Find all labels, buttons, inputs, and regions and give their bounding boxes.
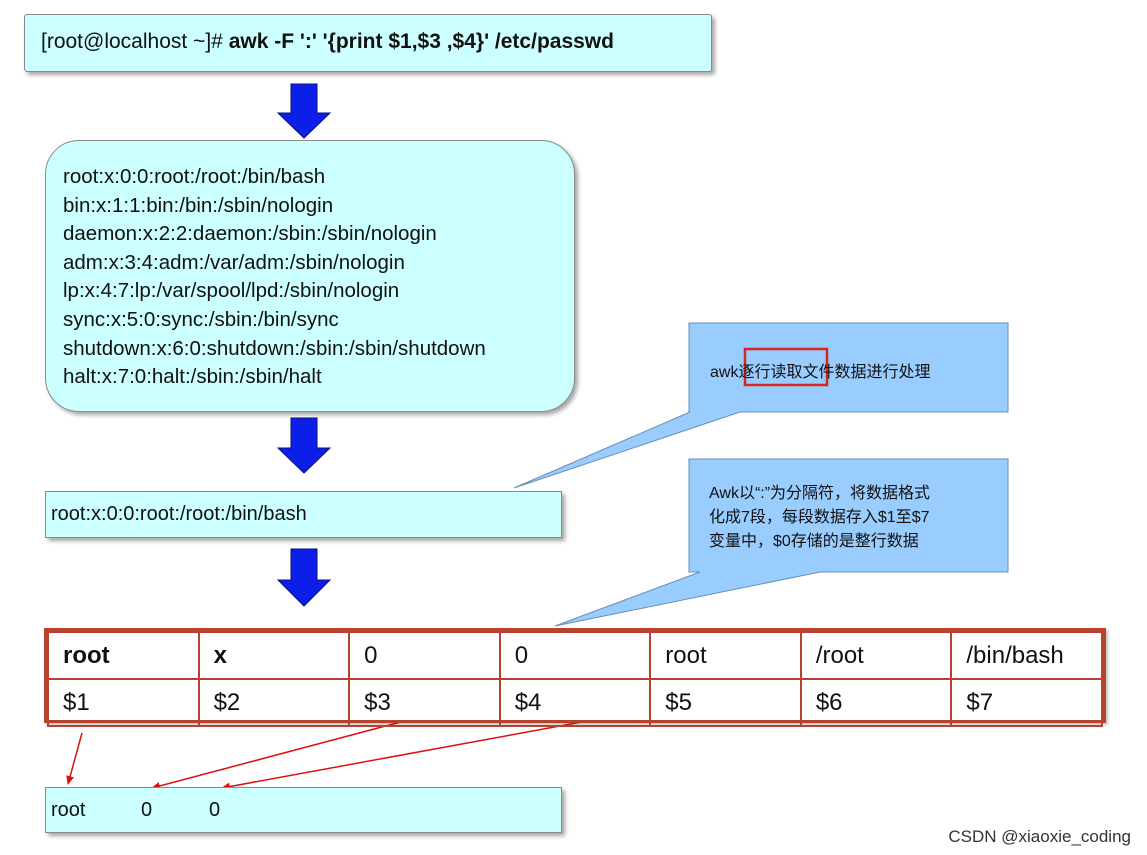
- command-box: [root@localhost ~]# awk -F ':' '{print $…: [24, 14, 712, 72]
- down-arrow-icon-1: [276, 83, 332, 139]
- field-cell: root: [649, 631, 802, 680]
- var-cell: $6: [799, 678, 953, 727]
- field-cell: 0: [348, 631, 501, 680]
- result-value: root: [51, 799, 86, 821]
- var-cell: $3: [348, 678, 501, 727]
- passwd-line: shutdown:x:6:0:shutdown:/sbin:/sbin/shut…: [63, 336, 486, 360]
- var-cell: $5: [649, 678, 802, 727]
- callout-line: 化成7段，每段数据存入$1至$7: [709, 509, 930, 526]
- field-cell: x: [197, 631, 351, 680]
- callout-line: 变量中，$0存储的是整行数据: [709, 533, 919, 550]
- passwd-file-box: root:x:0:0:root:/root:/bin/bash bin:x:1:…: [45, 140, 575, 412]
- pointer-arrow-4: [221, 718, 599, 791]
- callout-prefix: awk: [710, 364, 739, 381]
- field-cell: root: [47, 631, 200, 680]
- fields-row: root x 0 0 root /root /bin/bash: [47, 631, 1103, 680]
- highlight-box: [743, 347, 829, 387]
- field-cell: /root: [799, 631, 953, 680]
- var-cell: $2: [197, 678, 351, 727]
- passwd-line: daemon:x:2:2:daemon:/sbin:/sbin/nologin: [63, 222, 437, 246]
- callout-read-line: [513, 322, 1009, 489]
- passwd-line: bin:x:1:1:bin:/bin:/sbin/nologin: [63, 193, 334, 217]
- down-arrow-icon-3: [276, 548, 332, 607]
- var-cell: $4: [498, 678, 652, 727]
- pointer-arrow-1: [66, 732, 83, 785]
- current-line-box: root:x:0:0:root:/root:/bin/bash: [45, 491, 562, 538]
- passwd-line: halt:x:7:0:halt:/sbin:/sbin/halt: [63, 365, 322, 389]
- callout-split-fields: [554, 458, 1009, 627]
- fields-table: root x 0 0 root /root /bin/bash $1 $2 $3…: [44, 628, 1106, 727]
- field-cell: /bin/bash: [950, 631, 1103, 680]
- callout-split-fields-text: Awk以“:”为分隔符，将数据格式 化成7段，每段数据存入$1至$7 变量中，$…: [709, 482, 930, 554]
- current-line-text: root:x:0:0:root:/root:/bin/bash: [51, 503, 307, 525]
- callout-suffix: 文件数据进行处理: [802, 364, 931, 381]
- callout-read-line-text: awk逐行读取文件数据进行处理: [710, 358, 930, 382]
- callout-highlight: 逐行读取: [738, 364, 803, 381]
- passwd-line: sync:x:5:0:sync:/sbin:/bin/sync: [63, 307, 339, 331]
- passwd-line: lp:x:4:7:lp:/var/spool/lpd:/sbin/nologin: [63, 279, 400, 303]
- callout-line: Awk以“:”为分隔符，将数据格式: [709, 485, 931, 502]
- result-value: 0: [141, 799, 153, 821]
- vars-row: $1 $2 $3 $4 $5 $6 $7: [47, 678, 1103, 727]
- var-cell: $1: [47, 678, 200, 727]
- down-arrow-icon-2: [276, 417, 332, 474]
- watermark: CSDN @xiaoxie_coding: [948, 827, 1131, 846]
- result-box: root 0 0: [45, 787, 562, 833]
- var-cell: $7: [950, 678, 1103, 727]
- shell-prompt: [root@localhost ~]#: [41, 30, 223, 53]
- passwd-line: root:x:0:0:root:/root:/bin/bash: [63, 165, 326, 188]
- result-value: 0: [209, 799, 221, 821]
- pointer-arrow-3: [151, 718, 413, 790]
- field-cell: 0: [498, 631, 652, 680]
- awk-command: awk -F ':' '{print $1,$3 ,$4}' /etc/pass…: [228, 30, 614, 53]
- passwd-line: adm:x:3:4:adm:/var/adm:/sbin/nologin: [63, 250, 405, 274]
